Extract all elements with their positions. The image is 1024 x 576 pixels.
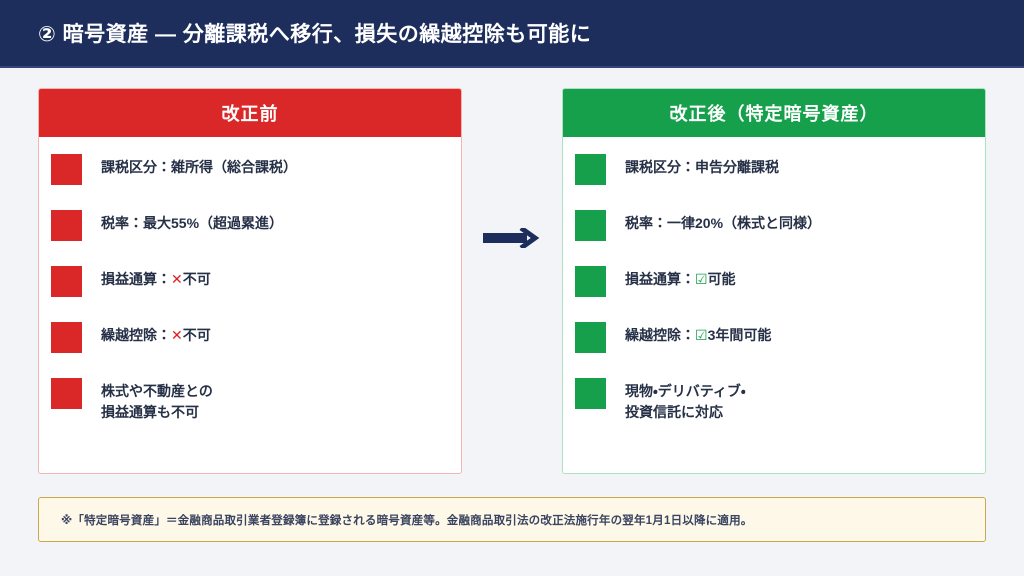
panel-before-list: 課税区分：雑所得（総合課税） 税率：最大55%（超過累進） 損益通算：✕不可 繰…: [39, 137, 461, 473]
check-mark-icon: ☑: [695, 271, 708, 287]
bullet-square-icon: [51, 210, 82, 241]
list-item: 税率：一律20%（株式と同様）: [563, 207, 985, 263]
check-mark-icon: ☑: [695, 327, 708, 343]
list-item-label: 税率：一律20%（株式と同様）: [625, 215, 822, 231]
bullet-square-icon: [51, 266, 82, 297]
list-item-value: 不可: [182, 327, 211, 343]
list-item: 繰越控除：☑3年間可能: [563, 319, 985, 375]
list-item-value: 可能: [707, 271, 736, 287]
list-item-label: 課税区分：雑所得（総合課税）: [101, 159, 297, 175]
list-item: 繰越控除：✕不可: [39, 319, 461, 375]
list-item-key: 繰越控除：: [625, 327, 695, 343]
list-item: 株式や不動産との 損益通算も不可: [39, 375, 461, 439]
list-item-key: 繰越控除：: [101, 327, 171, 343]
panel-before-title: 改正前: [39, 89, 461, 137]
panel-before-revision: 改正前 課税区分：雑所得（総合課税） 税率：最大55%（超過累進） 損益通算：✕…: [38, 88, 462, 474]
list-item-value: 不可: [182, 271, 211, 287]
bullet-square-icon: [575, 266, 606, 297]
list-item-key: 損益通算：: [101, 271, 171, 287]
footnote-text: ※「特定暗号資産」＝金融商品取引業者登録簿に登録される暗号資産等。金融商品取引法…: [61, 514, 753, 527]
page-title: ② 暗号資産 — 分離課税へ移行、損失の繰越控除も可能に: [38, 23, 592, 46]
list-item: 税率：最大55%（超過累進）: [39, 207, 461, 263]
bullet-square-icon: [575, 322, 606, 353]
list-item: 損益通算：☑可能: [563, 263, 985, 319]
cross-mark-icon: ✕: [171, 327, 183, 343]
list-item: 現物・デリバティブ・ 投資信託に対応: [563, 375, 985, 439]
list-item-label: 現物・デリバティブ・ 投資信託に対応: [625, 383, 746, 420]
list-item: 課税区分：雑所得（総合課税）: [39, 151, 461, 207]
panel-after-revision: 改正後（特定暗号資産） 課税区分：申告分離課税 税率：一律20%（株式と同様） …: [562, 88, 986, 474]
list-item-value: 3年間可能: [707, 327, 772, 343]
slide-header-bar: ② 暗号資産 — 分離課税へ移行、損失の繰越控除も可能に: [0, 0, 1024, 68]
list-item-label: 損益通算：✕不可: [101, 263, 211, 290]
list-item-key: 損益通算：: [625, 271, 695, 287]
bullet-square-icon: [51, 154, 82, 185]
bullet-square-icon: [575, 154, 606, 185]
footnote-box: ※「特定暗号資産」＝金融商品取引業者登録簿に登録される暗号資産等。金融商品取引法…: [38, 497, 986, 542]
arrow-right-icon: [483, 225, 541, 251]
cross-mark-icon: ✕: [171, 271, 183, 287]
list-item-label: 損益通算：☑可能: [625, 263, 736, 290]
bullet-square-icon: [575, 378, 606, 409]
list-item: 損益通算：✕不可: [39, 263, 461, 319]
bullet-square-icon: [51, 378, 82, 409]
list-item-label: 繰越控除：☑3年間可能: [625, 319, 771, 346]
list-item: 課税区分：申告分離課税: [563, 151, 985, 207]
bullet-square-icon: [51, 322, 82, 353]
list-item-label: 株式や不動産との 損益通算も不可: [101, 383, 213, 420]
list-item-label: 繰越控除：✕不可: [101, 319, 211, 346]
list-item-label: 税率：最大55%（超過累進）: [101, 215, 284, 231]
panel-after-title: 改正後（特定暗号資産）: [563, 89, 985, 137]
bullet-square-icon: [575, 210, 606, 241]
list-item-label: 課税区分：申告分離課税: [625, 159, 779, 175]
panel-after-list: 課税区分：申告分離課税 税率：一律20%（株式と同様） 損益通算：☑可能 繰越控…: [563, 137, 985, 473]
